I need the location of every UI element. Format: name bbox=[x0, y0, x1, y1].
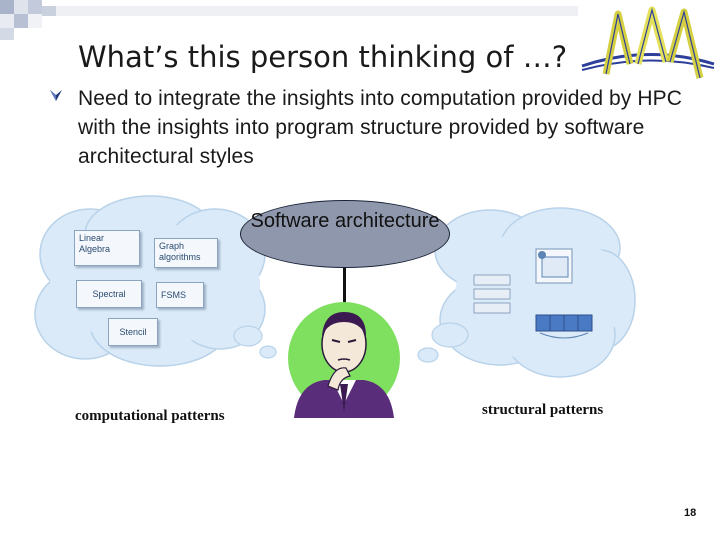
checkmark-bullet-icon bbox=[48, 87, 64, 103]
page-number: 18 bbox=[684, 507, 696, 519]
pattern-box-linear-algebra: Linear Algebra bbox=[74, 230, 140, 266]
pattern-box-spectral: Spectral bbox=[76, 280, 142, 308]
thinking-man-icon bbox=[288, 300, 400, 418]
bullet-text: Need to integrate the insights into comp… bbox=[78, 84, 698, 171]
bridge-logo-icon bbox=[578, 4, 716, 82]
pattern-box-fsms: FSMS bbox=[156, 282, 204, 308]
pattern-box-stencil: Stencil bbox=[108, 318, 158, 346]
pattern-box-graph-algorithms: Graph algorithms bbox=[154, 238, 218, 268]
structural-pattern-icons bbox=[470, 245, 600, 345]
computational-patterns-caption: computational patterns bbox=[75, 408, 225, 425]
layers-icon bbox=[536, 315, 592, 338]
page-title: What’s this person thinking of …? bbox=[78, 40, 567, 74]
software-architecture-label: Software architecture bbox=[240, 208, 450, 234]
structural-patterns-caption: structural patterns bbox=[482, 402, 603, 419]
flow-diagram-icon bbox=[536, 249, 572, 283]
pipeline-icon bbox=[474, 275, 510, 313]
